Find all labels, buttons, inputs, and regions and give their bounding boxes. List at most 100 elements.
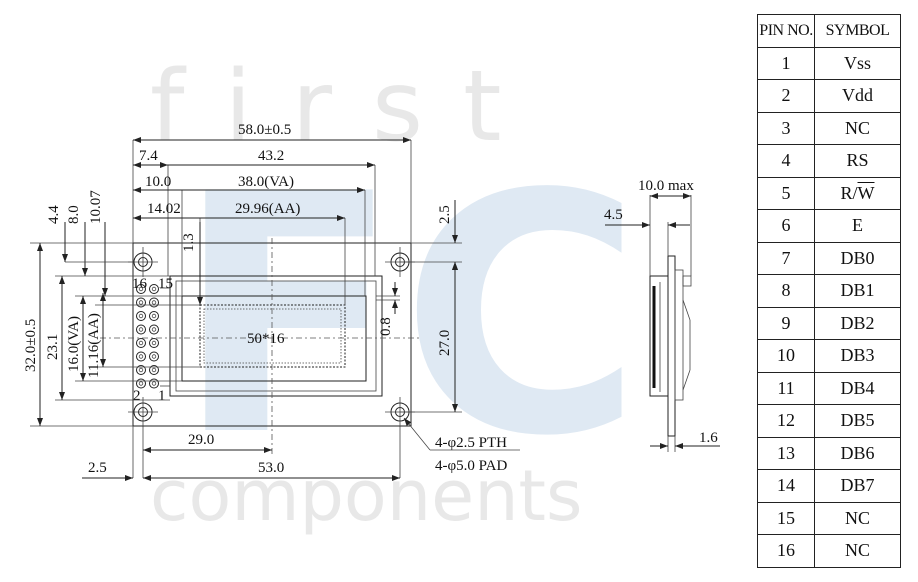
pin-symbol: DB5: [814, 404, 901, 438]
dot-matrix-label: 50*16: [247, 331, 285, 347]
connector-pin-hole: [136, 284, 146, 294]
active-area-dots: [203, 308, 342, 364]
dim-14-02: 14.02: [147, 201, 181, 217]
dim-53-0: 53.0: [258, 460, 284, 476]
connector-pin-hole: [149, 284, 159, 294]
pin-symbol: R/W: [814, 176, 901, 210]
connector-pin-hole: [149, 378, 159, 389]
viewing-area: [181, 295, 367, 382]
pin-symbol: DB6: [814, 436, 901, 470]
pin-number: 6: [757, 209, 815, 243]
connector-pin-hole: [149, 324, 159, 335]
watermark-components: components: [150, 455, 582, 537]
bezel-outline: [169, 275, 383, 397]
watermark-first: first: [150, 50, 542, 164]
pin-15-label: 15: [158, 276, 173, 292]
pin-number: 2: [757, 79, 815, 113]
dim-2-5-top: 2.5: [437, 205, 453, 224]
dim-29-0: 29.0: [188, 432, 214, 448]
connector-pin-hole: [149, 338, 159, 348]
connector-pin-hole: [136, 351, 146, 362]
pin-number: 15: [757, 501, 815, 535]
pin-symbol: DB3: [814, 339, 901, 373]
pin-number: 11: [757, 371, 815, 405]
pin-symbol: NC: [814, 501, 901, 535]
connector-pin-hole: [149, 351, 159, 362]
dim-va-width: 38.0(VA): [238, 174, 294, 190]
pin-number: 5: [757, 176, 815, 210]
side-dim-1-6: 1.6: [699, 430, 718, 446]
pin-number: 16: [757, 534, 815, 568]
connector-pin-holes: [136, 284, 159, 389]
pin-symbol: NC: [814, 534, 901, 568]
connector-pin-hole: [136, 338, 146, 348]
pin-symbol: Vss: [814, 46, 901, 80]
pin-number: 12: [757, 404, 815, 438]
horizontal-dimensions: 58.0±0.5 7.4 43.2 10.0 38.0(VA) 14.02 29…: [82, 122, 520, 481]
front-view: 16 15 2 1 50*16: [100, 238, 420, 455]
dim-overall-height: 32.0±0.5: [23, 319, 39, 372]
side-dim-10-max: 10.0 max: [638, 178, 694, 194]
connector-pin-hole: [149, 297, 159, 308]
dim-7-4: 7.4: [139, 148, 158, 164]
dim-8-0: 8.0: [66, 205, 82, 224]
dim-0-8: 0.8: [378, 317, 394, 336]
connector-pin-hole: [149, 311, 159, 321]
hole-pth-label: 4-φ2.5 PTH: [435, 435, 507, 451]
pin-table-header-row: PIN NO. SYMBOL: [757, 14, 901, 48]
pin-symbol: DB7: [814, 469, 901, 503]
pin-symbol: DB4: [814, 371, 901, 405]
bezel-inner: [175, 280, 377, 392]
connector-pin-hole: [136, 324, 146, 335]
dim-4-4: 4.4: [46, 205, 62, 224]
hole-pad-label: 4-φ5.0 PAD: [435, 458, 507, 474]
pin-symbol: Vdd: [814, 79, 901, 113]
connector-pin-hole: [136, 365, 146, 375]
pin-symbol: DB0: [814, 241, 901, 275]
side-view-pcb: [667, 255, 676, 437]
pin-16-label: 16: [132, 276, 148, 292]
pin-number: 3: [757, 111, 815, 145]
pin-number: 10: [757, 339, 815, 373]
pin-number: 8: [757, 274, 815, 308]
pin-number: 1: [757, 46, 815, 80]
dim-10-07: 10.07: [88, 190, 104, 224]
vertical-dimensions: 32.0±0.5 23.1 16.0(VA) 11.16(AA) 4.4 8.0…: [23, 190, 462, 427]
pin-1-label: 1: [158, 388, 166, 404]
pin-symbol: NC: [814, 111, 901, 145]
connector-pin-hole: [136, 311, 146, 321]
pin-number: 13: [757, 436, 815, 470]
dim-43-2: 43.2: [258, 148, 284, 164]
pin-number: 14: [757, 469, 815, 503]
dim-10-0: 10.0: [145, 174, 171, 190]
connector-pin-hole: [136, 378, 146, 389]
dim-aa-height: 11.16(AA): [86, 313, 102, 378]
dim-va-height: 16.0(VA): [66, 316, 82, 372]
side-view: 10.0 max 4.5 1.6: [604, 178, 720, 452]
dim-aa-width: 29.96(AA): [235, 201, 300, 217]
pin-symbol: E: [814, 209, 901, 243]
pin-number: 9: [757, 306, 815, 340]
dim-23-1: 23.1: [45, 334, 61, 360]
dim-27-0: 27.0: [437, 330, 453, 356]
mounting-hole-bl: [128, 397, 158, 427]
dim-overall-width: 58.0±0.5: [238, 122, 291, 138]
symbol-header: SYMBOL: [814, 14, 901, 48]
